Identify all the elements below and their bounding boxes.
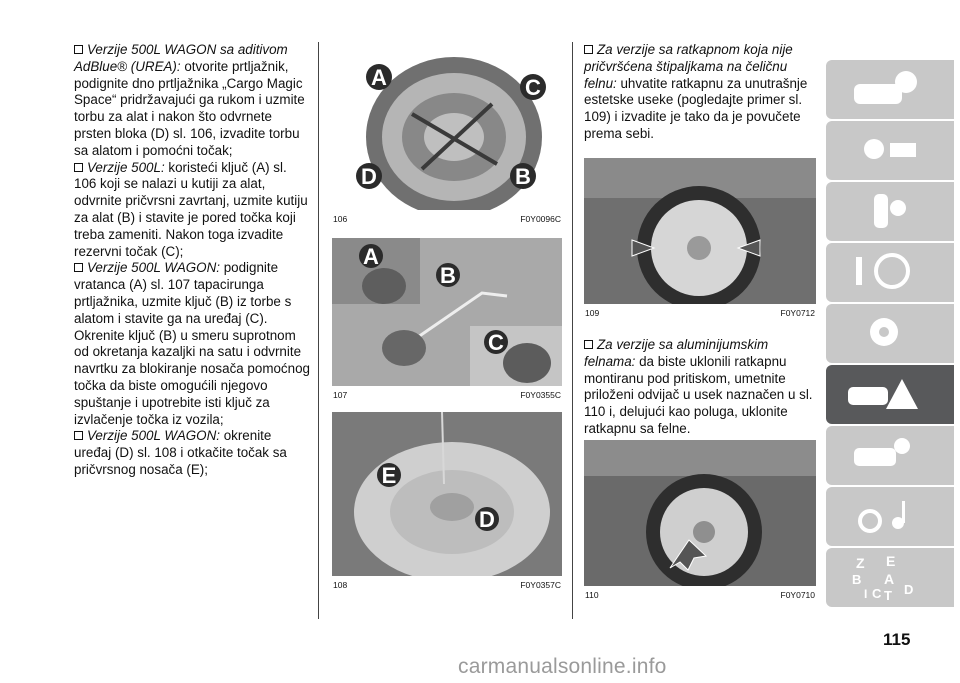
figure-106: A C D B: [332, 44, 562, 210]
section-tab-maintenance[interactable]: [826, 304, 954, 363]
bullet-icon: [584, 45, 593, 54]
steering-wheel-icon: [856, 253, 910, 289]
svg-text:I: I: [864, 587, 867, 601]
steel-wheel-hubcap-illustration: [584, 158, 816, 304]
svg-text:T: T: [884, 588, 892, 602]
figure-label-c: C: [488, 330, 504, 355]
section-tab-service[interactable]: [826, 426, 954, 485]
svg-text:C: C: [872, 586, 882, 601]
svg-text:D: D: [904, 582, 913, 597]
paragraph-3: Verzije 500L WAGON: podignite vratanca (…: [74, 260, 310, 427]
bullet-icon: [74, 431, 83, 441]
section-tab-safety[interactable]: [826, 182, 954, 241]
figure-label-d: D: [479, 507, 495, 532]
section-tab-dashboard[interactable]: [826, 60, 954, 119]
figure-label-a: A: [363, 244, 379, 269]
sun-icon: [864, 139, 916, 159]
paragraph-4: Verzije 500L WAGON: okrenite uređaj (D) …: [74, 428, 287, 477]
figure-label-a: A: [371, 65, 387, 90]
figure-label-d: D: [361, 164, 377, 189]
figure-label-b: B: [515, 164, 531, 189]
paragraph-1: Verzije 500L WAGON sa aditivom AdBlue® (…: [74, 42, 305, 158]
figure-label-c: C: [525, 75, 541, 100]
svg-text:Z: Z: [856, 555, 865, 571]
section-tab-emergency[interactable]: [826, 365, 954, 424]
airbag-seat-icon: [874, 194, 906, 228]
section-tab-driving[interactable]: [826, 243, 954, 302]
music-note-icon: [858, 501, 905, 533]
svg-text:E: E: [886, 553, 895, 569]
spare-wheel-illustration: A C D B: [356, 57, 546, 210]
text-column-3-top: Za verzije sa ratkapnom koja nije pričvr…: [584, 42, 816, 143]
alphabet-index-icon: Z E B A I C T D: [852, 553, 913, 602]
bullet-icon: [584, 340, 593, 349]
paragraph-5: Za verzije sa ratkapnom koja nije pričvr…: [584, 42, 808, 141]
figure-107: A B C: [332, 238, 562, 386]
svg-text:B: B: [852, 572, 861, 587]
column-divider-1: [318, 42, 319, 619]
figure-label-e: E: [382, 463, 397, 488]
paragraph-6: Za verzije sa aluminijumskim felnama: da…: [584, 337, 813, 436]
figure-label-b: B: [440, 263, 456, 288]
trunk-device-illustration: A B C: [332, 238, 562, 386]
section-tab-multimedia[interactable]: [826, 487, 954, 546]
bullet-icon: [74, 162, 83, 172]
text-column-3-bottom: Za verzije sa aluminijumskim felnama: da…: [584, 337, 816, 438]
page-number: 115: [883, 630, 911, 649]
figure-110: [584, 440, 816, 586]
section-tab-lights[interactable]: [826, 121, 954, 180]
car-info-icon: [854, 71, 917, 104]
watermark: carmanualsonline.info: [458, 655, 667, 678]
gear-icon: [870, 318, 898, 346]
wrench-car-icon: [854, 438, 910, 466]
alloy-wheel-illustration: [584, 440, 816, 586]
bullet-icon: [74, 263, 83, 273]
bullet-icon: [74, 45, 83, 54]
paragraph-2: Verzije 500L: koristeći ključ (A) sl. 10…: [74, 159, 308, 259]
emergency-car-icon: [848, 379, 918, 409]
figure-109: [584, 158, 816, 304]
column-divider-2: [572, 42, 573, 619]
text-column-1: Verzije 500L WAGON sa aditivom AdBlue® (…: [74, 42, 310, 479]
svg-text:A: A: [884, 571, 894, 587]
figure-108: E D: [332, 412, 562, 576]
wheel-bracket-illustration: E D: [354, 412, 550, 576]
section-tab-index[interactable]: Z E B A I C T D: [826, 548, 954, 607]
